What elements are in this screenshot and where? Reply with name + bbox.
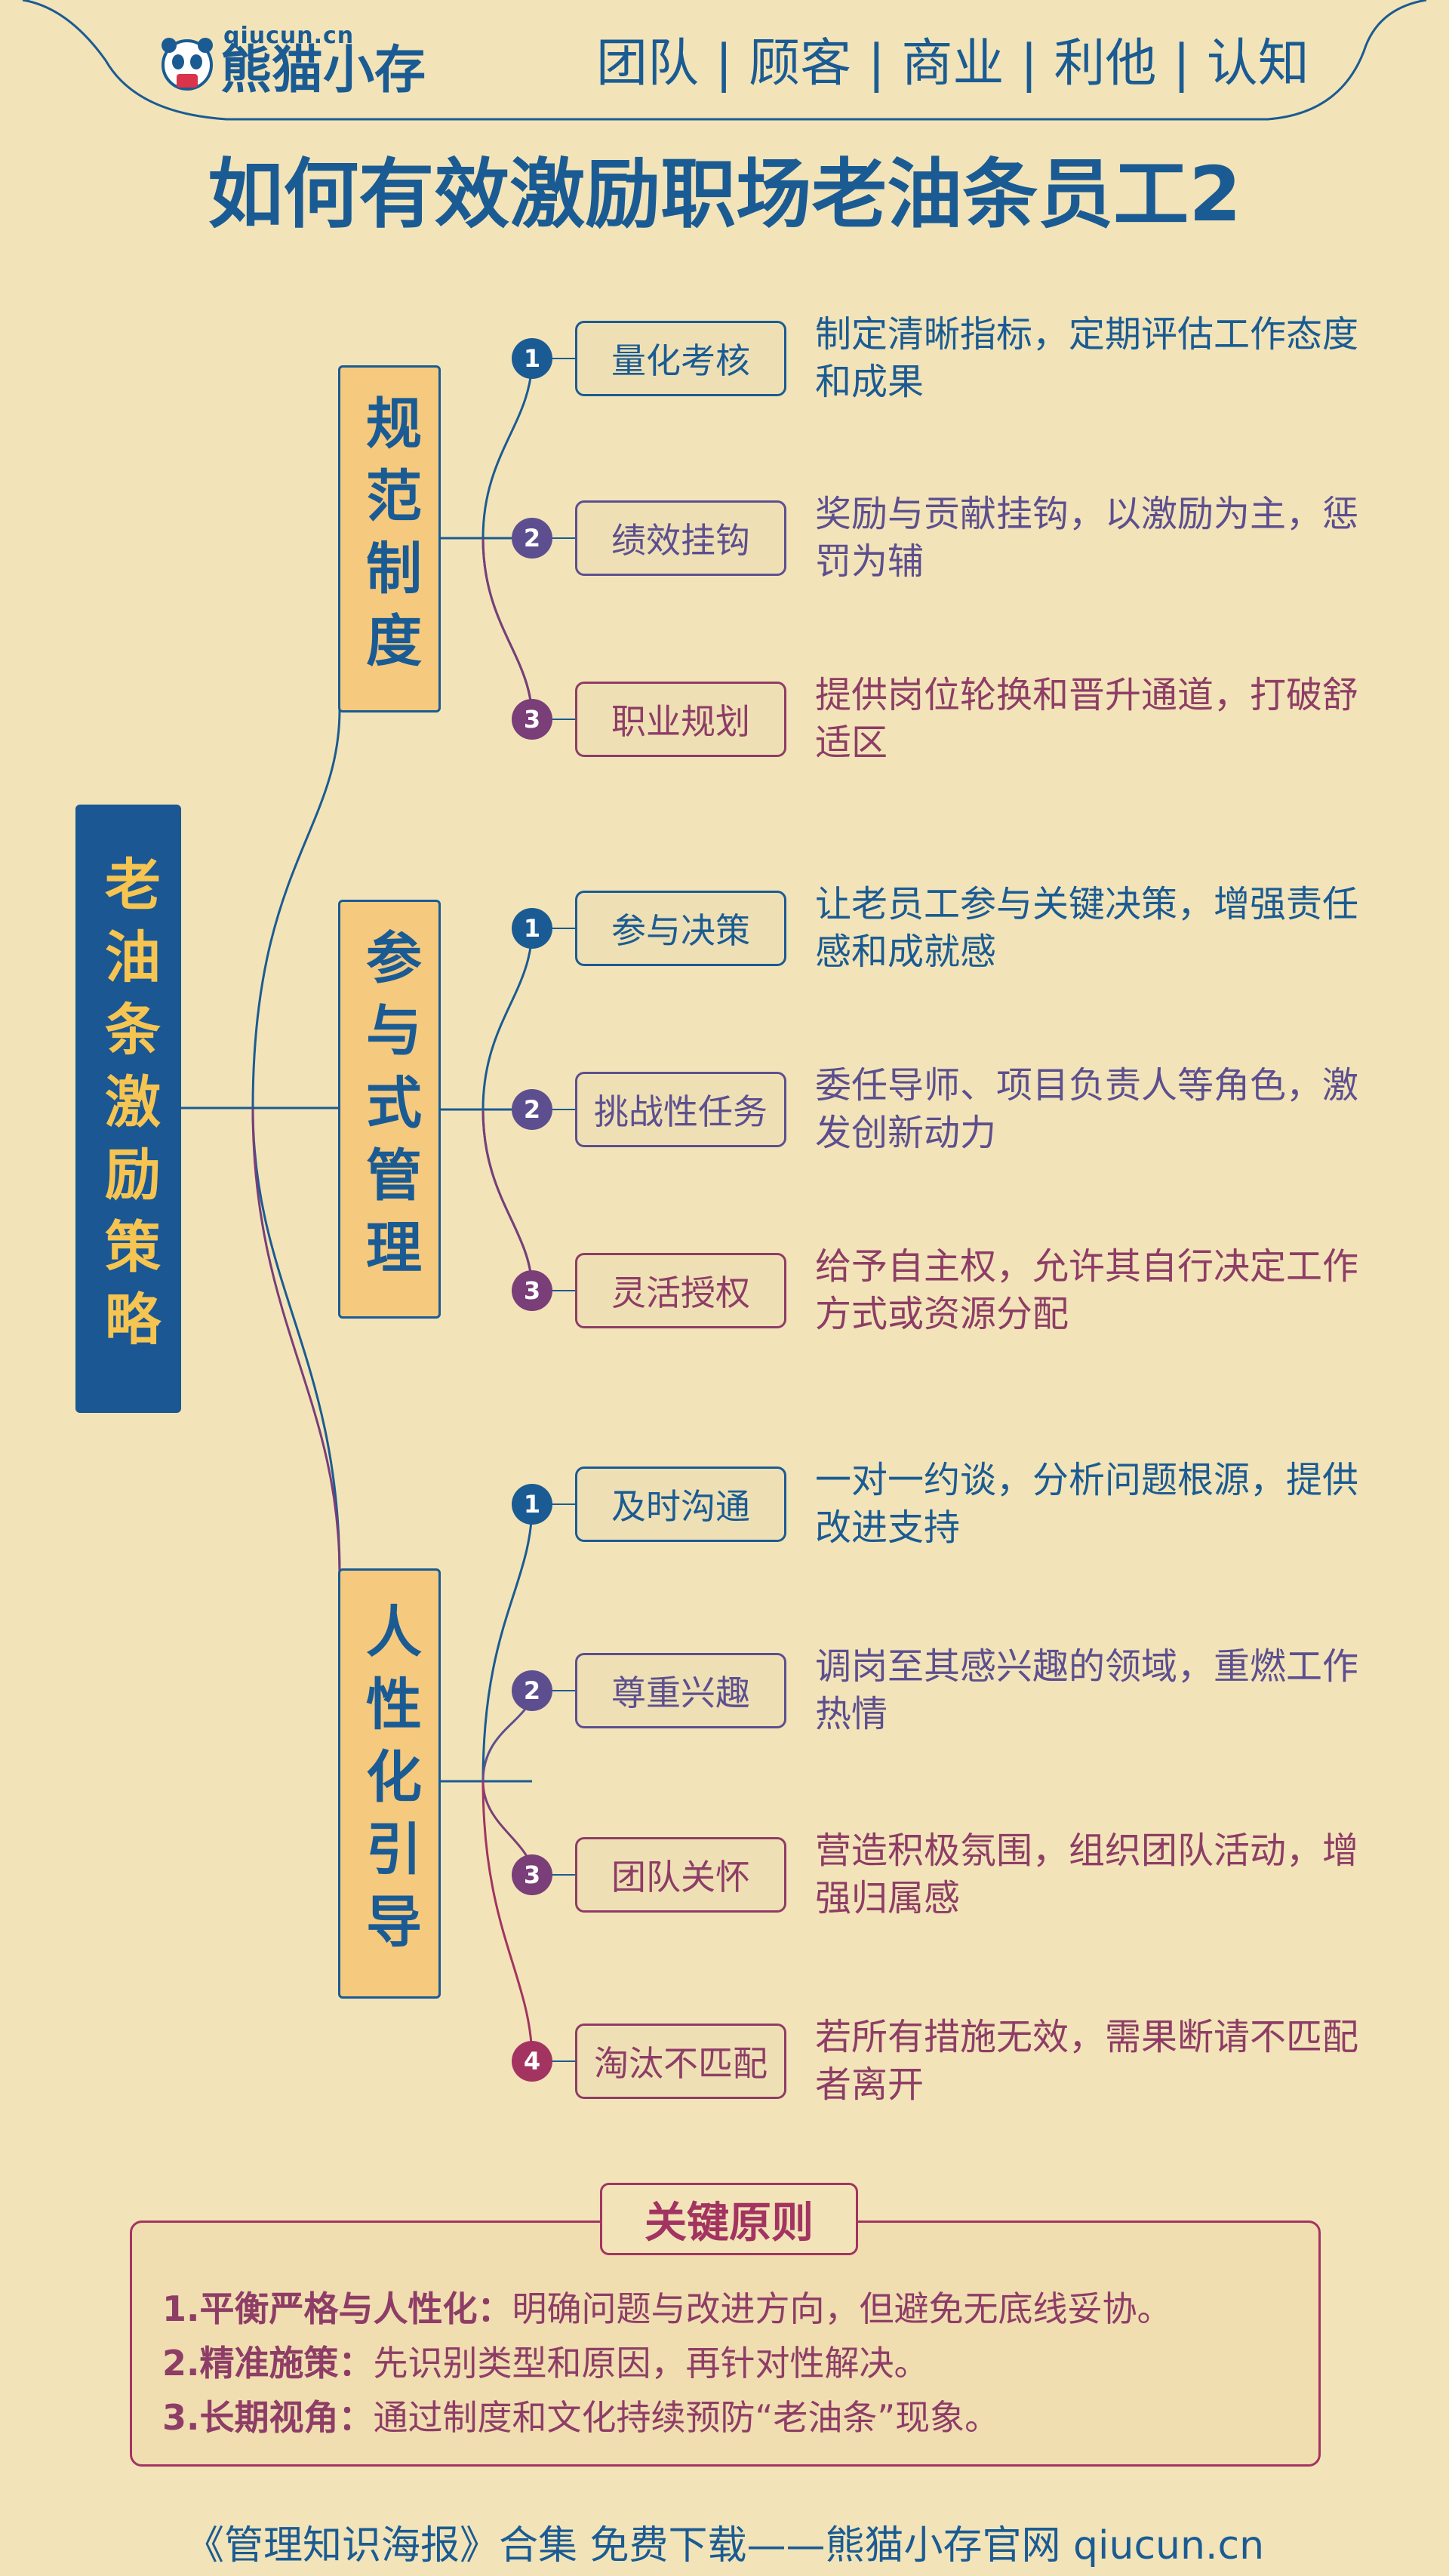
branch-humane: 人性化引导 [338,1568,441,1999]
leaf-description: 调岗至其感兴趣的领域，重燃工作热情 [815,1645,1359,1735]
header-nav: 团队 | 顾客 | 商业 | 利他 | 认知 [596,34,1309,94]
nav-item-altruism: 利他 [1054,34,1157,94]
leaf-description: 制定清晰指标，定期评估工作态度和成果 [815,313,1359,403]
key-principles-title: 关键原则 [600,2183,858,2255]
leaf-communicate: 及时沟通 [575,1467,786,1542]
branch-rules: 规范制度 [338,365,441,712]
step-badge: 3 [512,699,552,740]
branch-participation: 参与式管理 [338,900,441,1319]
leaf-performance: 绩效挂钩 [575,500,786,576]
leaf-challenge: 挑战性任务 [575,1072,786,1147]
header-curve [22,0,1427,121]
leaf-career: 职业规划 [575,682,786,757]
branch-label: 人性化引导 [356,1602,422,1965]
branch-label: 参与式管理 [356,928,422,1291]
leaf-description: 营造积极氛围，组织团队活动，增强归属感 [815,1830,1359,1919]
page-title: 如何有效激励职场老油条员工2 [208,150,1241,239]
logo-icon [158,36,216,94]
leaf-team-care: 团队关怀 [575,1837,786,1913]
leaf-interest: 尊重兴趣 [575,1653,786,1728]
branch-label: 规范制度 [356,394,422,684]
root-connector [181,709,341,1574]
leaf-description: 给予自主权，允许其自行决定工作方式或资源分配 [815,1245,1359,1335]
step-badge: 3 [512,1270,552,1311]
leaf-description: 一对一约谈，分析问题根源，提供改进支持 [815,1459,1359,1549]
step-badge: 2 [512,518,552,559]
leaf-description: 若所有措施无效，需果断请不匹配者离开 [815,2016,1359,2106]
nav-item-team: 团队 [596,34,700,94]
leaf-authorize: 灵活授权 [575,1253,786,1328]
footer-text: 《管理知识海报》合集 免费下载——熊猫小存官网 qiucun.cn [184,2523,1265,2568]
root-node: 老油条激励策略 [75,805,181,1413]
leaf-description: 委任导师、项目负责人等角色，激发创新动力 [815,1064,1359,1154]
root-label: 老油条激励策略 [95,855,161,1362]
leaf-quantify: 量化考核 [575,321,786,396]
leaf-decision: 参与决策 [575,891,786,966]
key-principles-box [130,2221,1321,2467]
nav-item-business: 商业 [901,34,1004,94]
step-badge: 1 [512,908,552,949]
nav-item-customer: 顾客 [749,34,852,94]
step-badge: 2 [512,1089,552,1130]
leaf-description: 提供岗位轮换和晋升通道，打破舒适区 [815,674,1359,764]
step-badge: 2 [512,1670,552,1711]
leaf-description: 让老员工参与关键决策，增强责任感和成就感 [815,883,1359,973]
leaf-eliminate: 淘汰不匹配 [575,2024,786,2099]
principle-item: 2.精准施策：先识别类型和原因，再针对性解决。 [162,2343,929,2384]
principle-item: 3.长期视角：通过制度和文化持续预防“老油条”现象。 [162,2397,1000,2438]
nav-item-cognition: 认知 [1206,34,1309,94]
logo-domain: qiucun.cn [223,23,355,49]
leaf-description: 奖励与贡献挂钩，以激励为主，惩罚为辅 [815,493,1359,583]
principle-item: 1.平衡严格与人性化：明确问题与改进方向，但避免无底线妥协。 [162,2288,1172,2329]
step-badge: 3 [512,1854,552,1895]
step-badge: 1 [512,338,552,379]
step-badge: 4 [512,2041,552,2082]
logo-name: 熊猫小存 [220,41,426,100]
step-badge: 1 [512,1484,552,1525]
